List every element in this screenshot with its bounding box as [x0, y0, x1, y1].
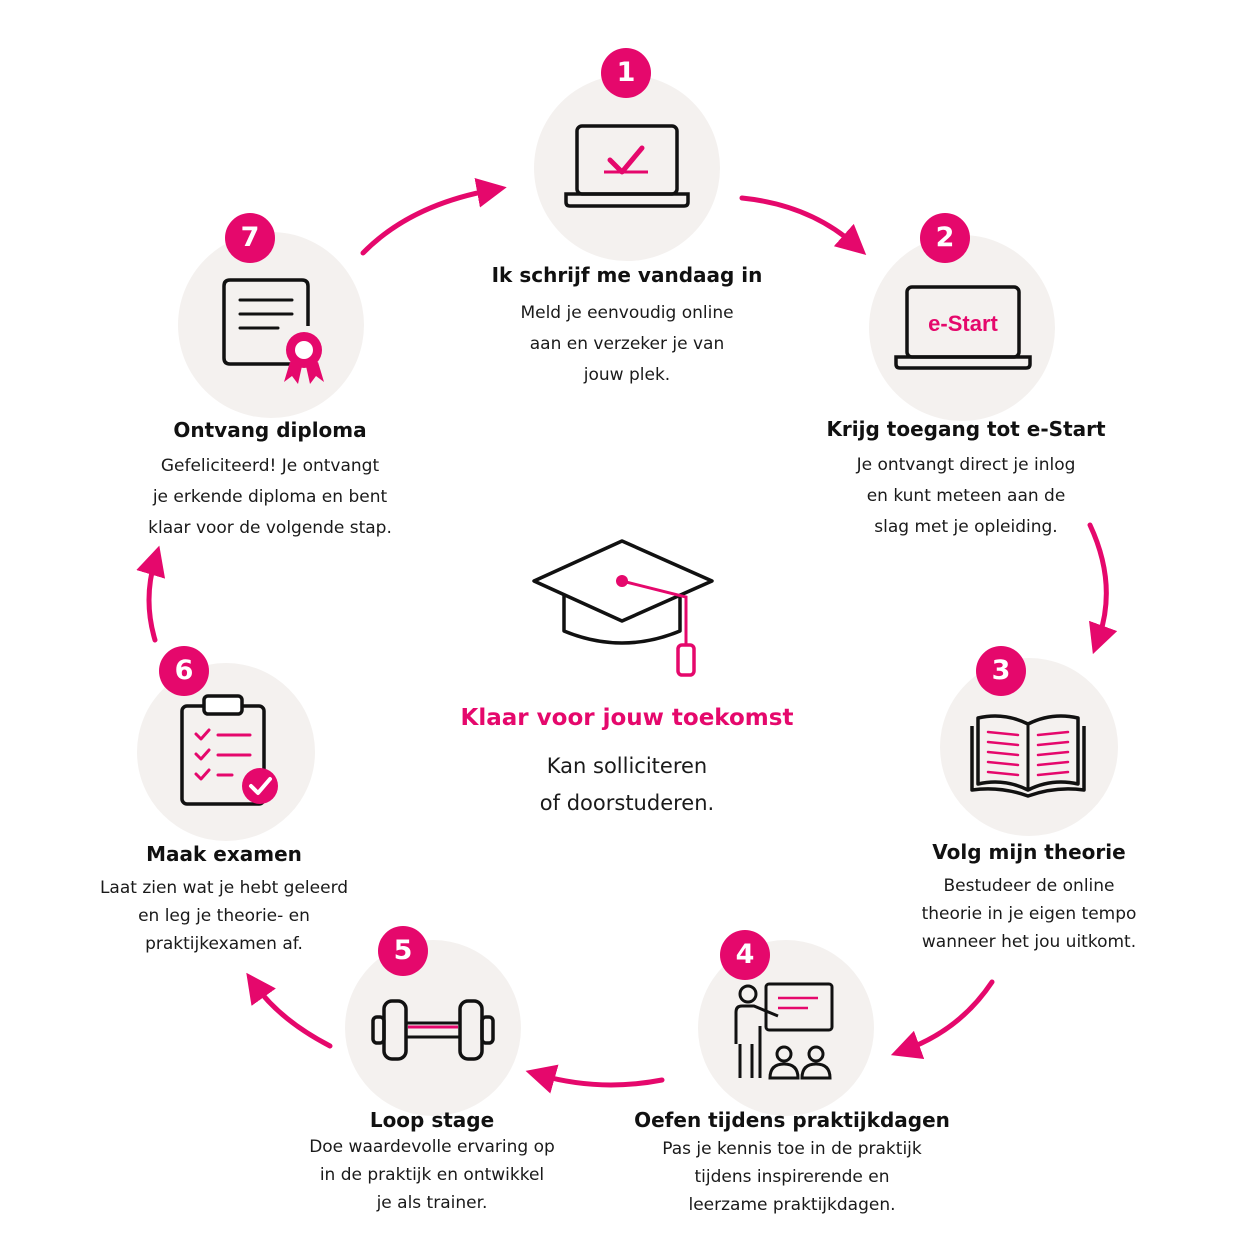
step-2-badge: 2	[920, 213, 970, 263]
step-2-line-3: slag met je opleiding.	[874, 517, 1058, 537]
clipboard-check-icon	[180, 694, 278, 806]
step-1-line-1: Meld je eenvoudig online	[520, 303, 734, 323]
step-6-line-1: Laat zien wat je hebt geleerd	[99, 878, 349, 898]
open-book-icon	[970, 714, 1086, 798]
step-3-badge: 3	[976, 646, 1026, 696]
step-4-title: Oefen tijdens praktijkdagen	[634, 1108, 950, 1132]
step-1-title: Ik schrijf me vandaag in	[491, 263, 763, 287]
arrow-3-to-4	[890, 979, 995, 1059]
step-6-line-2: en leg je theorie- en	[138, 906, 310, 926]
step-6-circle	[137, 663, 315, 841]
step-5-line-1: Doe waardevolle ervaring op	[309, 1137, 555, 1157]
step-4-line-1: Pas je kennis toe in de praktijk	[662, 1139, 922, 1159]
arrow-6-to-7	[136, 545, 166, 643]
step-1-line-3: jouw plek.	[583, 365, 671, 385]
step-5-description: Doe waardevolle ervaring op in de prakti…	[309, 1133, 555, 1217]
graduation-cap-icon	[532, 539, 714, 677]
arrow-5-to-6	[246, 972, 333, 1049]
presentation-icon	[734, 982, 834, 1080]
estart-screen-label: e-Start	[928, 311, 998, 336]
step-6-description: Laat zien wat je hebt geleerd en leg je …	[100, 874, 348, 958]
step-5-line-3: je als trainer.	[376, 1193, 488, 1213]
step-6-badge: 6	[159, 646, 209, 696]
step-6-title: Maak examen	[146, 842, 302, 866]
step-7-description: Gefeliciteerd! Je ontvangt je erkende di…	[148, 451, 392, 544]
center-line-2: of doorstuderen.	[539, 791, 715, 815]
step-7-line-2: je erkende diploma en bent	[152, 487, 388, 507]
step-2-description: Je ontvangt direct je inlog en kunt mete…	[857, 450, 1076, 543]
step-2-line-2: en kunt meteen aan de	[866, 486, 1066, 506]
step-3-title: Volg mijn theorie	[932, 840, 1126, 864]
step-7-title: Ontvang diploma	[173, 418, 367, 442]
step-3-description: Bestudeer de online theorie in je eigen …	[922, 872, 1137, 956]
step-7-line-1: Gefeliciteerd! Je ontvangt	[160, 456, 380, 476]
step-1-description: Meld je eenvoudig online aan en verzeker…	[520, 298, 733, 391]
step-3-line-3: wanneer het jou uitkomt.	[921, 932, 1137, 952]
step-4-line-3: leerzame praktijkdagen.	[688, 1195, 896, 1215]
step-1-badge: 1	[601, 48, 651, 98]
arrow-4-to-5	[525, 1064, 665, 1094]
step-2-line-1: Je ontvangt direct je inlog	[856, 455, 1076, 475]
arrow-1-to-2	[739, 195, 867, 255]
step-7-line-3: klaar voor de volgende stap.	[148, 518, 392, 538]
step-5-badge: 5	[378, 926, 428, 976]
step-4-description: Pas je kennis toe in de praktijk tijdens…	[662, 1135, 921, 1219]
step-3-line-2: theorie in je eigen tempo	[921, 904, 1137, 924]
center-line-1: Kan solliciteren	[546, 754, 708, 778]
step-6-line-3: praktijkexamen af.	[145, 934, 303, 954]
diploma-icon	[222, 278, 324, 384]
step-7-circle	[178, 232, 364, 418]
step-2-title: Krijg toegang tot e-Start	[826, 417, 1106, 441]
laptop-check-icon	[564, 124, 690, 208]
arrow-2-to-3	[1087, 522, 1118, 655]
step-7-badge: 7	[225, 213, 275, 263]
center-title: Klaar voor jouw toekomst	[460, 705, 794, 731]
step-5-line-2: in de praktijk en ontwikkel	[319, 1165, 545, 1185]
arrow-7-to-1	[360, 177, 507, 256]
dumbbell-icon	[371, 999, 495, 1061]
step-3-line-1: Bestudeer de online	[943, 876, 1115, 896]
step-2-circle	[869, 235, 1055, 421]
laptop-estart-icon: e-Start	[894, 285, 1032, 370]
center-description: Kan solliciteren of doorstuderen.	[540, 748, 714, 822]
step-1-line-2: aan en verzeker je van	[529, 334, 725, 354]
step-5-title: Loop stage	[369, 1108, 495, 1132]
step-4-badge: 4	[720, 930, 770, 980]
step-4-line-2: tijdens inspirerende en	[694, 1167, 890, 1187]
